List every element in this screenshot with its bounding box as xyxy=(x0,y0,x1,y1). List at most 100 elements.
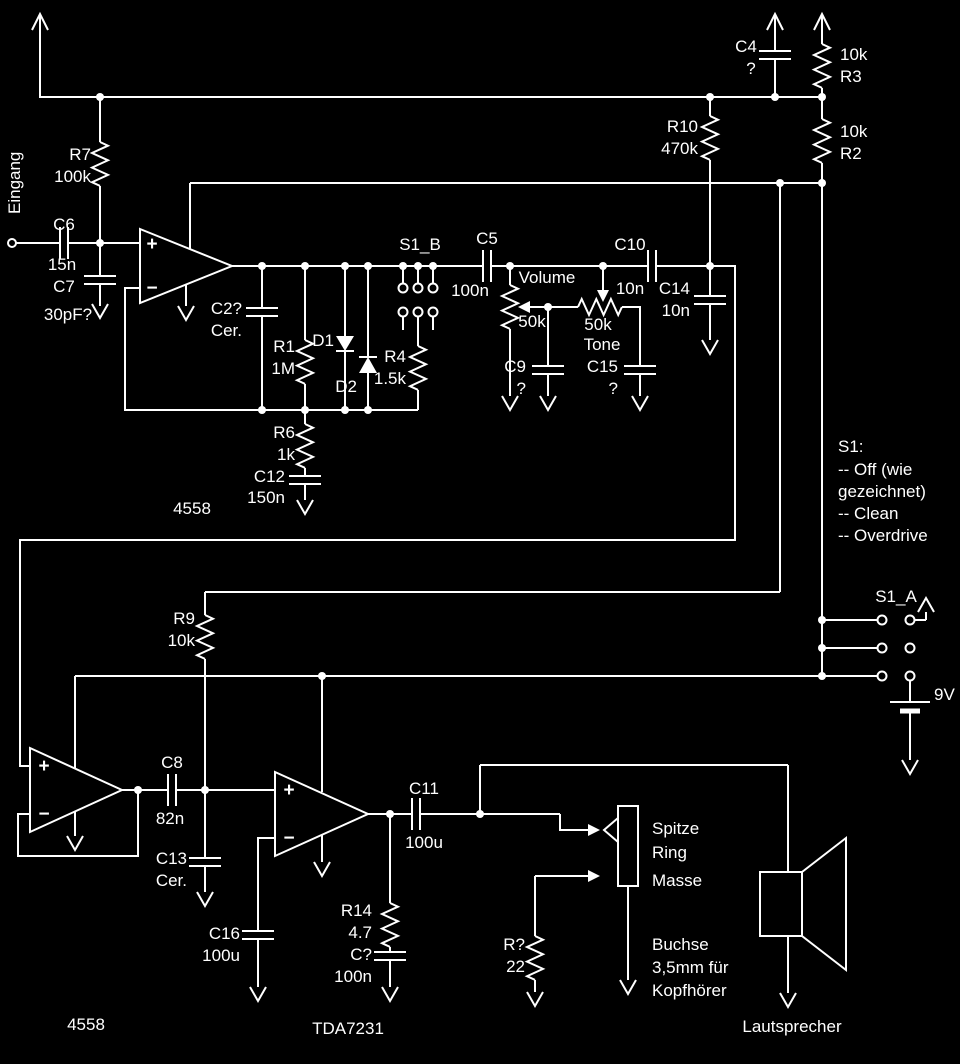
capacitors xyxy=(59,50,791,961)
resistor-r7-label: R7 xyxy=(69,145,91,164)
s1-note-line2: gezeichnet) xyxy=(838,482,926,501)
capacitor-c16-value: 100u xyxy=(202,946,240,965)
resistor-rq xyxy=(524,935,546,981)
diode-d2 xyxy=(359,357,377,373)
jack-tip-arrow xyxy=(588,824,600,836)
opamp3-minus: − xyxy=(283,828,294,849)
ground-opamp1 xyxy=(177,305,195,323)
capacitor-c2 xyxy=(246,307,278,317)
junction-dots xyxy=(96,93,826,818)
resistor-r14-value: 4.7 xyxy=(348,923,372,942)
capacitor-c8 xyxy=(167,774,177,806)
opamp3-plus: + xyxy=(283,780,294,801)
ground-battery xyxy=(901,759,919,777)
jack-sleeve-label: Masse xyxy=(652,871,702,890)
labels: Eingang C4 ? 10k R3 10k R2 R10 470k R7 1… xyxy=(5,37,955,1038)
capacitor-c6-label: C6 xyxy=(53,215,75,234)
resistor-r9 xyxy=(194,614,216,660)
s1-note-line1: -- Off (wie xyxy=(838,460,912,479)
supply-arrow-left xyxy=(31,11,49,31)
capacitor-c6 xyxy=(59,227,69,259)
ground-rq xyxy=(526,991,544,1009)
tone-wiper-arrow xyxy=(597,290,609,302)
s1a-contact xyxy=(876,642,888,654)
wires xyxy=(16,16,927,993)
resistor-r7-value: 100k xyxy=(54,167,91,186)
resistor-r10-label: R10 xyxy=(667,117,698,136)
resistor-r10-value: 470k xyxy=(661,139,698,158)
jack-ring-arrow xyxy=(588,870,600,882)
ground-c7 xyxy=(91,303,109,321)
resistor-r14 xyxy=(379,902,401,948)
capacitor-c13 xyxy=(189,857,221,867)
speaker-label: Lautsprecher xyxy=(742,1017,842,1036)
wire-bias-line xyxy=(189,182,822,592)
jack-note-line3: Kopfhörer xyxy=(652,981,727,1000)
capacitor-c5-label: C5 xyxy=(476,229,498,248)
s1a-contact xyxy=(904,642,916,654)
resistor-r1-value: 1M xyxy=(271,359,295,378)
potentiometer-volume xyxy=(499,284,521,330)
volume-pot-label: Volume xyxy=(519,268,576,287)
s1-note-title: S1: xyxy=(838,437,864,456)
s1a-contact xyxy=(904,614,916,626)
tone-pot-value: 50k xyxy=(584,315,612,334)
capacitor-c8-value: 82n xyxy=(156,809,184,828)
diodes xyxy=(336,336,377,373)
wire-mid-section xyxy=(74,591,878,792)
capacitor-c11 xyxy=(411,798,421,830)
ground-c14 xyxy=(701,339,719,357)
resistor-r6 xyxy=(294,423,316,469)
speaker-cone xyxy=(801,835,847,973)
resistor-rq-label: R? xyxy=(503,935,525,954)
opamp1-plus: + xyxy=(146,234,157,255)
ground-symbols xyxy=(66,303,919,1010)
ground-opamp3 xyxy=(313,861,331,879)
switch-s1b-label: S1_B xyxy=(399,235,441,254)
capacitor-c13-label: C13 xyxy=(156,849,187,868)
headphone-jack xyxy=(588,805,639,887)
battery-9v xyxy=(890,701,930,714)
opamp1-body xyxy=(139,227,235,305)
ground-speaker xyxy=(779,992,797,1010)
diode-d2-label: D2 xyxy=(335,377,357,396)
wire-opamp2 xyxy=(17,789,275,892)
capacitor-c13-value: Cer. xyxy=(156,871,187,890)
s1b-contact xyxy=(427,282,439,294)
capacitor-c14-label: C14 xyxy=(659,279,690,298)
resistor-r2 xyxy=(811,118,833,164)
resistor-r7 xyxy=(89,141,111,187)
opamp1-minus: − xyxy=(146,278,157,299)
s1a-contact xyxy=(876,670,888,682)
capacitor-c7 xyxy=(84,275,116,285)
speaker-symbol xyxy=(759,835,847,973)
battery-label: 9V xyxy=(934,685,955,704)
supply-arrow-c4 xyxy=(766,11,784,31)
resistor-r3-value: 10k xyxy=(840,45,868,64)
capacitor-c12 xyxy=(289,475,321,485)
wire-top-rail xyxy=(39,16,823,676)
resistor-r2-value: 10k xyxy=(840,122,868,141)
wire-opamp3 xyxy=(257,764,789,993)
ground-c16 xyxy=(249,986,267,1004)
s1b-contact xyxy=(397,306,409,318)
capacitor-c2-label: C2? xyxy=(211,299,242,318)
resistor-r3 xyxy=(811,43,833,89)
capacitor-c4 xyxy=(759,50,791,60)
capacitor-c9-value: ? xyxy=(517,379,526,398)
capacitor-c5 xyxy=(482,250,492,282)
wire-feedback-network xyxy=(124,266,434,500)
wire-jack xyxy=(534,814,629,992)
s1a-contact xyxy=(876,614,888,626)
resistor-r4-value: 1.5k xyxy=(374,369,407,388)
resistor-r1 xyxy=(294,339,316,385)
switch-s1a-label: S1_A xyxy=(875,587,917,606)
capacitor-c10-label: C10 xyxy=(614,235,645,254)
ground-jack xyxy=(619,979,637,997)
capacitor-c12-value: 150n xyxy=(247,488,285,507)
capacitor-c10-value: 10n xyxy=(616,279,644,298)
s1b-contact xyxy=(427,306,439,318)
resistors xyxy=(89,43,833,981)
